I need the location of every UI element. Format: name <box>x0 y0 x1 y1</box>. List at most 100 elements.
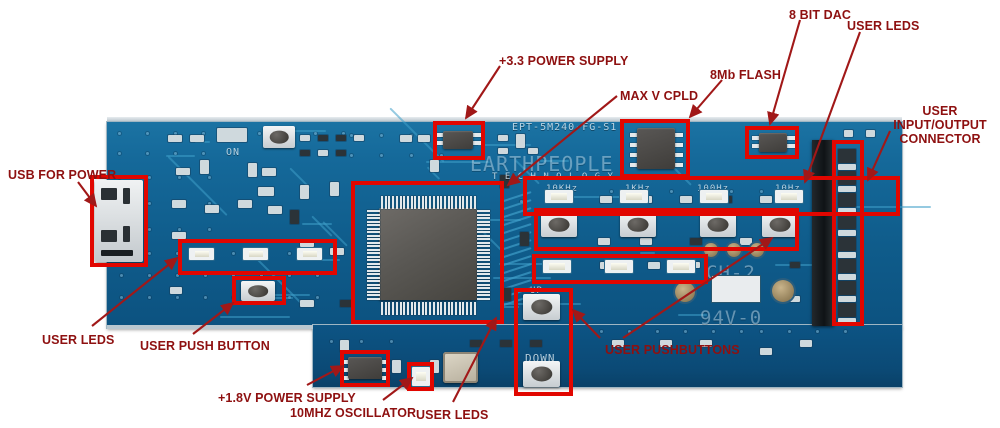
smd-pad <box>790 262 800 268</box>
box-osc <box>407 362 434 391</box>
pcb-via <box>360 340 363 343</box>
user-io-header <box>812 140 834 326</box>
annotation-user-pushbuttons: USER PUSHBUTTONS <box>605 343 740 357</box>
smd-pad <box>800 340 812 347</box>
pcb-via <box>178 176 181 179</box>
pcb-via <box>176 296 179 299</box>
pcb-via <box>330 340 333 343</box>
pcb-via <box>712 330 715 333</box>
pcb-via <box>380 134 383 137</box>
smd-pad <box>330 182 339 196</box>
pcb-trace <box>166 155 194 157</box>
pcb-via <box>600 330 603 333</box>
annotation-user-leds-topright: USER LEDS <box>847 19 919 33</box>
box-io-connector <box>832 140 864 326</box>
smd-pad <box>520 232 529 246</box>
silkscreen-text: ON <box>226 147 240 158</box>
smd-pad <box>354 135 364 141</box>
pcb-via <box>118 152 121 155</box>
smd-pad <box>336 150 346 156</box>
annotation-user-push-button: USER PUSH BUTTON <box>140 339 270 353</box>
pcb-via <box>258 132 261 135</box>
box-mid-leds <box>532 254 708 284</box>
smd-pad <box>844 130 853 137</box>
smd-pad <box>172 200 186 208</box>
pcb-lower-edge <box>107 325 313 329</box>
pcb-via <box>684 330 687 333</box>
smd-pad <box>300 185 309 199</box>
mounting-pad-right <box>772 280 794 302</box>
smd-pad <box>300 135 310 141</box>
pcb-via <box>208 228 211 231</box>
smd-pad <box>336 135 346 141</box>
pcb-via <box>120 296 123 299</box>
smd-pad <box>200 160 209 174</box>
pcb-via <box>410 154 413 157</box>
silkscreen-text: EPT-5M240-FG-S1 <box>512 122 617 133</box>
smd-pad <box>392 360 401 373</box>
smd-pad <box>176 168 190 175</box>
annotation-usb-for-power: USB FOR POWER <box>8 168 116 182</box>
smd-pad <box>170 287 182 294</box>
pcb-via <box>380 154 383 157</box>
annotation-oscillator-10mhz: 10MHZ OSCILLATOR <box>290 406 416 420</box>
smd-pad <box>318 135 328 141</box>
smd-pad <box>500 340 512 347</box>
crystal-can <box>443 352 478 383</box>
pcb-via <box>208 176 211 179</box>
pcb-via <box>120 274 123 277</box>
pcb-via <box>148 296 151 299</box>
box-18v <box>340 350 390 387</box>
pcb-via <box>146 152 149 155</box>
smd-pad <box>268 206 282 214</box>
pcb-via <box>148 228 151 231</box>
pcb-via <box>760 330 763 333</box>
smd-pad <box>205 205 219 213</box>
power-slide-switch[interactable] <box>217 128 247 142</box>
pcb-via <box>816 330 819 333</box>
box-flash <box>620 119 690 178</box>
pcb-via <box>118 132 121 135</box>
box-usb <box>90 175 148 267</box>
smd-pad <box>760 348 772 355</box>
smd-pad <box>470 340 482 347</box>
pcb-trace <box>220 316 290 318</box>
annotation-power-supply-33: +3.3 POWER SUPPLY <box>499 54 628 68</box>
pcb-via <box>844 330 847 333</box>
pcb-via <box>148 252 151 255</box>
annotation-user-leds-left: USER LEDS <box>42 333 114 347</box>
smd-pad <box>866 130 875 137</box>
smd-pad <box>238 200 252 208</box>
smd-pad <box>248 163 257 177</box>
pcb-via <box>316 296 319 299</box>
box-pushbutton <box>232 276 286 305</box>
annotation-max-v-cpld: MAX V CPLD <box>620 89 698 103</box>
box-dac <box>745 126 799 159</box>
smd-pad <box>258 187 274 196</box>
pcb-via <box>314 132 317 135</box>
smd-pad <box>168 135 182 142</box>
box-updown <box>514 288 573 396</box>
leader-line <box>466 66 500 118</box>
smd-pad <box>290 210 299 224</box>
smd-pad <box>262 168 276 176</box>
pcb-via <box>350 154 353 157</box>
pcb-via <box>390 340 393 343</box>
box-freq-buttons <box>534 208 799 251</box>
ul-marking-block <box>712 276 760 302</box>
smd-pad <box>300 150 310 156</box>
annotation-dac-8bit: 8 BIT DAC <box>789 8 851 22</box>
mounting-pad-left <box>675 282 695 302</box>
pcb-via <box>788 330 791 333</box>
pcb-via <box>204 296 207 299</box>
pcb-via <box>148 274 151 277</box>
smd-pad <box>430 160 439 172</box>
smd-pad <box>400 135 412 142</box>
power-on-button[interactable] <box>263 126 295 148</box>
box-cpld <box>351 181 504 324</box>
pcb-via <box>148 202 151 205</box>
smd-pad <box>190 135 204 142</box>
box-33v <box>433 121 485 160</box>
smd-pad <box>498 135 508 141</box>
